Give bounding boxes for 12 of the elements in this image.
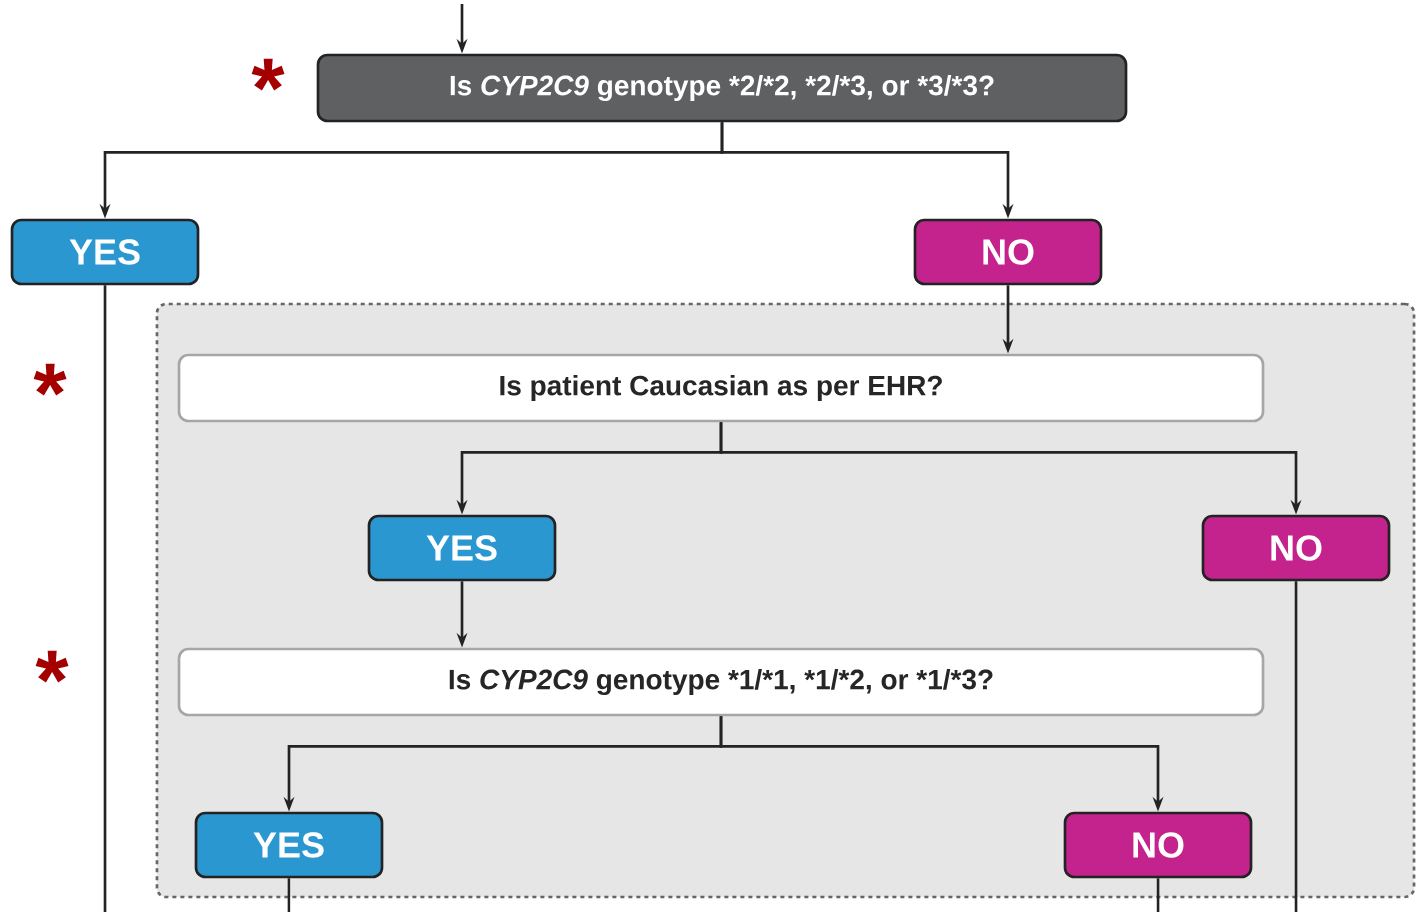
- yes-box: YES: [194, 811, 384, 879]
- question-box: Is patient Caucasian as per EHR?: [177, 353, 1265, 423]
- no-box: NO: [913, 218, 1103, 286]
- no-box: NO: [1201, 514, 1391, 582]
- asterisk-mark: *: [33, 363, 67, 396]
- question-box: Is CYP2C9 genotype *2/*2, *2/*3, or *3/*3?: [316, 53, 1128, 123]
- no-box: NO: [1063, 811, 1253, 879]
- asterisk-mark: *: [251, 58, 285, 91]
- yes-box: YES: [367, 514, 557, 582]
- question-box: Is CYP2C9 genotype *1/*1, *1/*2, or *1/*3?: [177, 647, 1265, 717]
- yes-box: YES: [10, 218, 200, 286]
- asterisk-mark: *: [35, 650, 69, 683]
